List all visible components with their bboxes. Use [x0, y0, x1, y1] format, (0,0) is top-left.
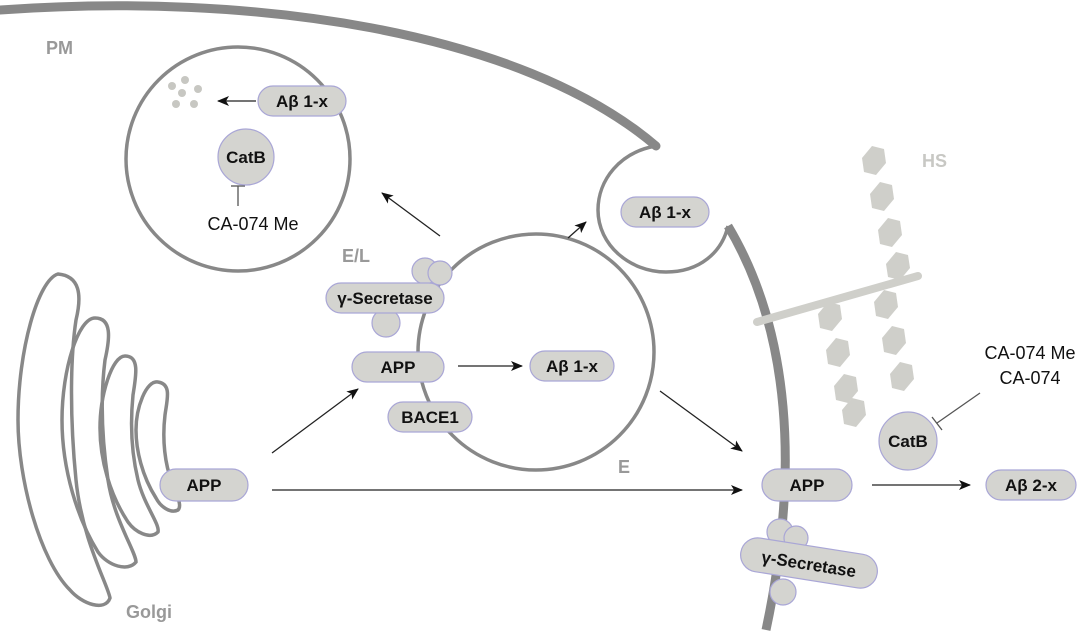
abeta-2x-pill: Aβ 2-x: [985, 469, 1077, 501]
app-el-label: APP: [381, 358, 416, 377]
abeta-exocytic-label: Aβ 1-x: [639, 203, 691, 222]
gamma-secretase-pm-pill: γ-Secretase: [740, 537, 878, 589]
exocytic-vesicle: [596, 144, 730, 274]
catb-extracellular: CatB: [878, 411, 938, 471]
region-label-e: E: [618, 457, 630, 477]
abeta-2x-label: Aβ 2-x: [1005, 476, 1057, 495]
inhibition-extracellular: [931, 392, 981, 431]
arrow-el-to-exocytosis: [567, 221, 587, 239]
abeta-exocytic-pill: Aβ 1-x: [620, 196, 710, 228]
app-golgi-pill: APP: [159, 468, 249, 502]
abeta-el-pill: Aβ 1-x: [529, 350, 615, 382]
degradation-products: [168, 76, 202, 108]
inhibitor-extracellular-line1: CA-074 Me: [984, 343, 1075, 363]
region-label-hs: HS: [922, 151, 947, 171]
arrow-golgi-to-el: [271, 388, 359, 454]
plasma-membrane-top: [0, 1, 661, 151]
arrow-el-to-pm: [659, 390, 743, 452]
gamma-secretase-el-label: γ-Secretase: [337, 289, 432, 308]
abeta-lysosome-label: Aβ 1-x: [276, 92, 328, 111]
golgi-apparatus: [16, 272, 182, 608]
app-pm-pill: APP: [761, 468, 853, 502]
catb-lysosome-label: CatB: [226, 148, 266, 167]
endosome-lysosome: [416, 232, 656, 472]
abeta-el-label: Aβ 1-x: [546, 357, 598, 376]
inhibitor-lysosome-label: CA-074 Me: [207, 214, 298, 234]
region-label-el: E/L: [342, 246, 370, 266]
lysosome: [124, 45, 352, 273]
region-label-golgi: Golgi: [126, 602, 172, 622]
arrow-el-to-lysosome: [381, 192, 441, 237]
catb-extracellular-label: CatB: [888, 432, 928, 451]
app-golgi-label: APP: [187, 476, 222, 495]
heparan-sulfate-chain-upper: [862, 146, 910, 280]
heparan-sulfate-core: [753, 272, 922, 326]
app-pm-label: APP: [790, 476, 825, 495]
bace1-label: BACE1: [401, 408, 459, 427]
catb-lysosome: CatB: [217, 128, 275, 186]
heparan-sulfate-chain-lower-1: [818, 302, 866, 427]
gamma-secretase-el-pill: γ-Secretase: [325, 282, 445, 314]
region-label-pm: PM: [46, 38, 73, 58]
inhibition-lysosome: [231, 185, 245, 206]
abeta-lysosome-pill: Aβ 1-x: [257, 85, 347, 117]
app-el-pill: APP: [351, 351, 445, 383]
bace1-pill: BACE1: [387, 401, 473, 433]
heparan-sulfate-chain-lower-2: [874, 290, 914, 391]
inhibitor-extracellular-line2: CA-074: [999, 368, 1060, 388]
